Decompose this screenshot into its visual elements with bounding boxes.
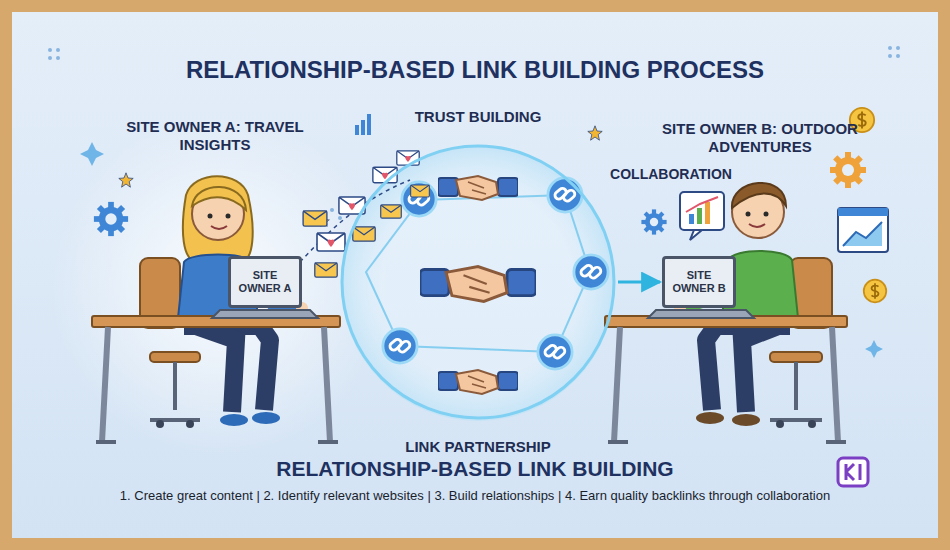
- section-label: COLLABORATION: [606, 166, 736, 183]
- screen-text: SITE OWNER B: [670, 269, 728, 294]
- section-label: SITE OWNER A: TRAVEL INSIGHTS: [100, 118, 330, 154]
- steps-line: 1. Create great content | 2. Identify re…: [20, 488, 930, 504]
- circle-border: [342, 146, 614, 418]
- circle-outline: [338, 108, 618, 456]
- laptop-screen: SITE OWNER A: [228, 256, 302, 308]
- trust-circle: TRUST BUILDING LINK PARTNERSHIP: [338, 108, 618, 456]
- connector-arrow: [618, 281, 660, 284]
- section-label: SITE OWNER B: OUTDOOR ADVENTURES: [630, 120, 890, 156]
- screen-text: SITE OWNER A: [236, 269, 294, 294]
- circle-footer: LINK PARTNERSHIP: [338, 438, 618, 456]
- diagram-title: RELATIONSHIP-BASED LINK BUILDING PROCESS: [20, 56, 930, 85]
- circle-heading: TRUST BUILDING: [338, 108, 618, 126]
- laptop-screen: SITE OWNER B: [662, 256, 736, 308]
- diagram-caption: RELATIONSHIP-BASED LINK BUILDING: [20, 456, 930, 481]
